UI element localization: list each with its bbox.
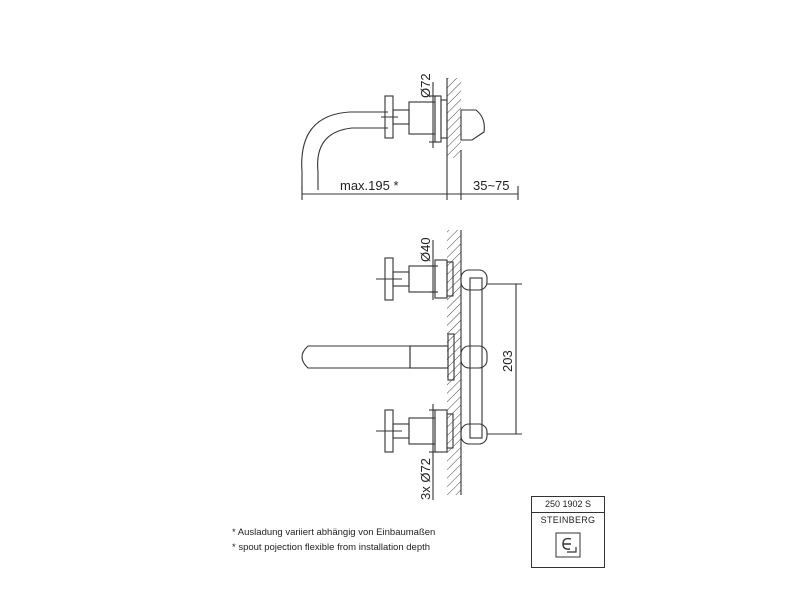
steinberg-logo-icon <box>555 532 581 558</box>
spout-rosette <box>447 333 455 381</box>
dim-label-d72: Ø72 <box>418 73 433 98</box>
dim-label-height: 203 <box>500 350 515 372</box>
concealed-pipe <box>469 277 483 439</box>
title-block: 250 1902 S STEINBERG <box>531 496 605 568</box>
wall-hatch-top <box>447 78 461 158</box>
flange-top <box>440 99 448 139</box>
concealed-top <box>460 269 488 291</box>
rosette-lower <box>434 409 448 453</box>
body-lower <box>408 417 436 445</box>
concealed-bottom <box>460 423 488 445</box>
dim-label-d40: Ø40 <box>418 237 433 262</box>
product-code: 250 1902 S <box>532 497 604 513</box>
spout-collar <box>409 345 449 369</box>
plate-lower <box>446 413 454 449</box>
note-english: * spout pojection flexible from installa… <box>232 542 431 553</box>
note-german: * Ausladung variiert abhängig von Einbau… <box>232 527 436 538</box>
plate-upper <box>446 261 454 297</box>
concealed-mid <box>460 345 488 369</box>
wallbox-top <box>460 109 485 141</box>
dim-label-projection: max.195 * <box>340 178 399 193</box>
dim-label-depth: 35~75 <box>473 178 510 193</box>
spout-curve <box>301 111 388 173</box>
rosette-top <box>434 95 442 143</box>
front-view: Ø40 203 3x Ø72 <box>301 230 522 500</box>
body-upper <box>408 265 436 293</box>
body-top <box>408 101 436 135</box>
brand-name: STEINBERG <box>540 515 596 525</box>
spout-front <box>301 345 411 369</box>
top-view: Ø72 max.195 * 35~75 <box>301 73 519 200</box>
dim-label-rosette: 3x Ø72 <box>418 458 433 500</box>
